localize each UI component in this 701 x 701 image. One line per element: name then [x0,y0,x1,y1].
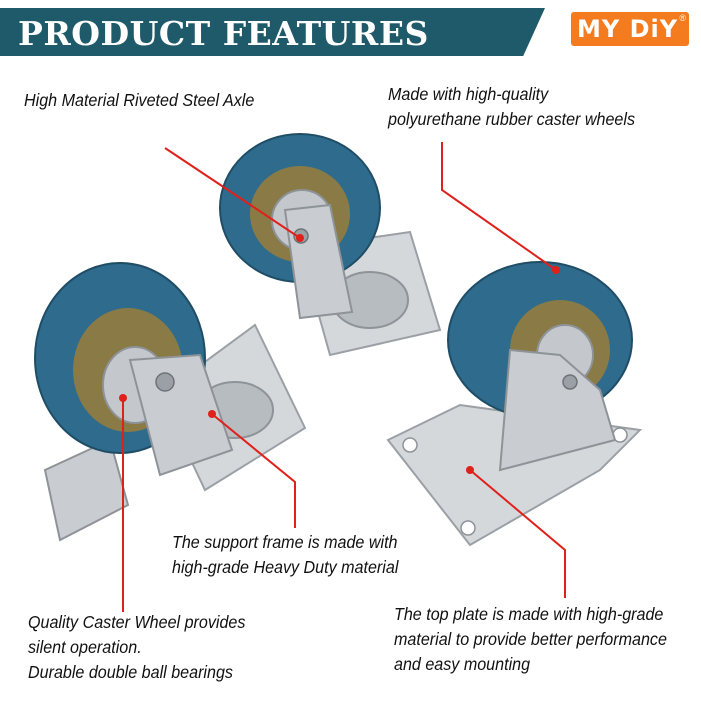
feature-frame-line-2: high-grade Heavy Duty material [172,557,399,577]
page-title: PRODUCT FEATURES [18,14,429,53]
feature-caster-line-1: Quality Caster Wheel provides [28,612,246,632]
feature-axle: High Material Riveted Steel Axle [24,88,254,113]
caster-back [219,133,442,357]
brand-logo-text: MY DiY [577,15,679,43]
pointer-wheels [441,142,557,271]
pointer-caster-dot [119,394,127,402]
pointer-axle-dot [296,234,304,242]
feature-wheels: Made with high-quality polyurethane rubb… [388,82,635,132]
feature-frame: The support frame is made with high-grad… [172,530,398,580]
feature-caster-line-3: Durable double ball bearings [28,662,233,682]
pointer-frame [211,413,296,528]
feature-caster: Quality Caster Wheel provides silent ope… [28,610,245,685]
feature-plate: The top plate is made with high-grade ma… [394,602,667,677]
feature-plate-line-2: material to provide better performance [394,629,667,649]
feature-wheels-line-1: Made with high-quality [388,84,549,104]
feature-caster-line-2: silent operation. [28,637,142,657]
registered-mark: ® [679,13,686,23]
pointer-frame-dot [208,410,216,418]
header-banner [0,8,545,56]
pointer-lines [119,142,566,612]
pointer-plate-dot [466,466,474,474]
pointer-wheels-dot [552,266,560,274]
pointer-plate [469,469,566,598]
feature-axle-line-1: High Material Riveted Steel Axle [24,90,255,110]
brand-logo: MY DiY ® [571,12,689,46]
feature-plate-line-3: and easy mounting [394,654,531,674]
caster-left [34,262,307,542]
feature-plate-line-1: The top plate is made with high-grade [394,604,664,624]
pointer-axle [164,147,301,239]
feature-wheels-line-2: polyurethane rubber caster wheels [388,109,636,129]
feature-frame-line-1: The support frame is made with [172,532,398,552]
caster-right [386,261,643,547]
